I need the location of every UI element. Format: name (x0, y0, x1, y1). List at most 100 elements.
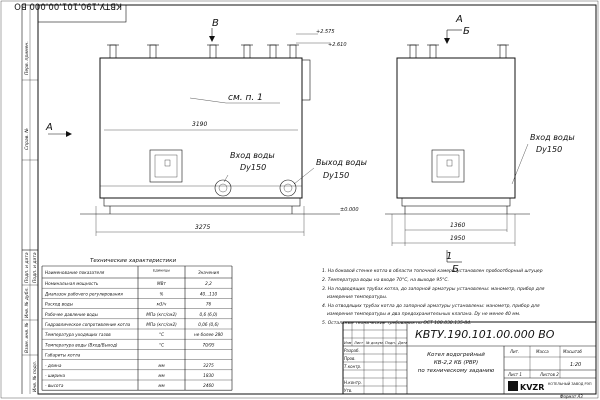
spec-cell-unit: % (160, 291, 164, 296)
tb-role-5: Утв. (344, 388, 352, 393)
front-note: см. п. 1 (228, 93, 263, 103)
view-label-a-top: А (455, 14, 463, 25)
tb-role-4: Н.контр. (344, 380, 362, 385)
front-water-out-size: Dy150 (323, 171, 349, 180)
spec-cell-value: 0,6 (6,0) (200, 312, 218, 317)
tb-name-2: КВ-2,2 КБ (РВР) (434, 360, 478, 366)
front-water-in-size: Dy150 (240, 163, 266, 172)
spec-cell-value: 1830 (203, 373, 214, 378)
spec-cell-value: 76 (206, 302, 212, 307)
strip-label-3: Инв. № дубл. (24, 287, 30, 318)
company-logo-mark (508, 381, 518, 391)
tb-col-3: Подп. (385, 341, 396, 345)
front-elev-top2: +2.610 (328, 42, 347, 48)
spec-cell-name: Габариты котла (45, 353, 81, 358)
side-furnace-door (431, 149, 465, 183)
tb-scale: 1:20 (570, 362, 581, 368)
spec-cell-unit: м3/ч (157, 302, 167, 307)
spec-header-name: Наименование показателя (45, 270, 105, 275)
strip-label-1: Справ. № (24, 128, 30, 150)
front-dim-3190: 3190 (192, 121, 207, 128)
front-elev-top1: +2.575 (316, 29, 335, 35)
tb-role-2: Т.контр. (344, 364, 361, 369)
note-line: 1. На боковой стенке котла в области топ… (322, 268, 543, 274)
spec-title: Технические характеристики (90, 258, 176, 264)
spec-cell-unit: мм (158, 363, 164, 368)
tb-scale-head: Масштаб (563, 349, 583, 354)
strip-label-6: Инв. № подл. (32, 361, 38, 392)
strip-label-5: Подп. и дата (32, 252, 38, 283)
tb-col-2: № докум. (365, 341, 384, 345)
tb-role-0: Разраб. (344, 348, 360, 353)
side-dim-1950: 1950 (450, 235, 465, 242)
top-code-stamp: КВТУ.190.101.00.000 ВО (14, 0, 127, 23)
strip-label-0: Перв. примен. (24, 41, 30, 75)
spec-cell-value: 2460 (203, 383, 214, 388)
spec-cell-unit: МПа (кгс/см2) (146, 322, 177, 327)
spec-header-units: Единицы (153, 269, 170, 273)
left-strip: Перв. примен. Справ. № Подп. и дата Инв.… (21, 4, 38, 394)
front-dim-3275: 3275 (195, 224, 210, 231)
title-block: Изм Лист № докум. Подп. Дата Разраб. Про… (342, 321, 597, 399)
side-view: А Б Вход воды Dy150 1360 1950 (385, 14, 575, 275)
tb-col-0: Изм (344, 341, 352, 345)
tb-sheets: Листов 2 (539, 372, 559, 377)
spec-cell-name: - высота (45, 383, 64, 388)
company-logo: KVZR (520, 383, 544, 392)
spec-cell-name: Температура уходящих газов (45, 332, 111, 337)
tb-name-3: по техническому заданию (418, 368, 495, 374)
front-water-out-title: Выход воды (316, 158, 367, 167)
spec-cell-unit: МПа (кгс/см2) (146, 312, 177, 317)
front-view: В А +2.575 +2.610 см. п. 1 3190 (45, 18, 367, 236)
front-furnace-door (149, 149, 183, 183)
spec-cell-value: 3275 (203, 363, 214, 368)
inner-frame (37, 4, 597, 395)
note-line: измерения температуры. (327, 295, 387, 300)
sheet-format: Формат А3 (560, 394, 583, 399)
spec-cell-name: - длина (45, 363, 62, 368)
front-water-in-title: Вход воды (230, 151, 275, 160)
spec-cell-unit: мм (158, 373, 164, 378)
spec-cell-name: Рабочее давление воды (45, 312, 99, 317)
spec-cell-name: Диапазон рабочего регулирования (44, 291, 123, 296)
tb-name-1: Котел водогрейный (427, 352, 485, 358)
strip-label-2: Подп. и дата (24, 252, 30, 283)
spec-cell-value: не более 280 (194, 332, 223, 337)
front-boiler-body (99, 57, 303, 199)
spec-cell-name: Расход воды (45, 302, 74, 307)
spec-header-value: Значения (198, 270, 219, 275)
tb-role-1: Пров. (344, 356, 356, 361)
spec-cell-name: Номинальная мощность (45, 281, 99, 286)
company-text: КОТЕЛЬНЫЙ ЗАВОД РЭП (548, 381, 592, 386)
spec-cell-value: 40...110 (200, 291, 218, 296)
tb-col-4: Дата (397, 341, 407, 345)
tb-mass-head: Масса (536, 349, 549, 354)
note-line: 2. Температура воды на входе 70°С, на вы… (322, 277, 449, 283)
spec-cell-value: 0,06 (0,6) (198, 322, 219, 327)
spec-cell-unit: °С (159, 342, 164, 347)
tb-col-1: Лист (353, 341, 364, 345)
view-label-b-bottom: Б (452, 264, 459, 275)
tb-sheet: Лист 1 (507, 372, 522, 377)
notes: 1. На боковой стенке котла в области топ… (322, 268, 545, 326)
view-label-b-top: Б (463, 26, 470, 37)
spec-cell-name: Гидравлическое сопротивление котла (45, 322, 131, 327)
view-label-a-bottom-1: 1 (446, 251, 452, 262)
top-code-text: КВТУ.190.101.00.000 ВО (14, 0, 122, 10)
spec-cell-unit: °С (159, 332, 164, 337)
spec-cell-value: 2,2 (205, 281, 212, 286)
side-water-in-title: Вход воды (530, 133, 575, 142)
spec-cell-unit: мм (158, 383, 164, 388)
note-line: 4. На отводящих трубах котла до запорной… (322, 303, 540, 309)
spec-cell-value: 70/95 (202, 342, 214, 347)
front-elev-zero: ±0.000 (340, 207, 359, 213)
side-dim-1360: 1360 (450, 222, 465, 229)
note-line: измерения температуры и два предохраните… (327, 311, 521, 317)
spec-cell-name: Температура воды (Вход/Выход) (45, 342, 118, 347)
note-line: 3. На подводящих трубах котла, до запорн… (322, 286, 545, 292)
spec-cell-name: - ширина (45, 373, 66, 378)
spec-table: Технические характеристики Наименование … (41, 258, 233, 391)
spec-cell-unit: МВт (157, 281, 166, 286)
